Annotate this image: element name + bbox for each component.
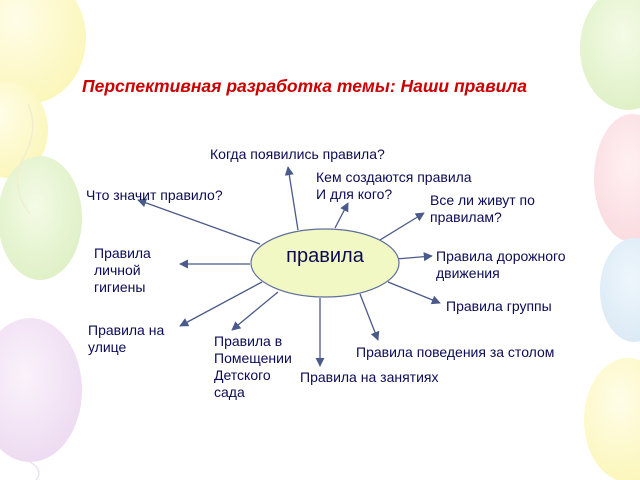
node-hygiene-line-3: гигиены (94, 279, 146, 295)
balloon-lilac-bottom-left (0, 318, 82, 462)
node-road: Правила дорожного движения (436, 248, 566, 282)
node-indoor-line-2: Помещении (214, 350, 292, 366)
node-who-line-2: И для кого? (316, 186, 393, 202)
arrow-to-table (359, 293, 380, 341)
node-road-line-1: Правила дорожного (436, 248, 566, 264)
balloon-yellow-small (0, 82, 48, 178)
node-all-line-2: правилам? (430, 209, 502, 225)
node-who-line-1: Кем создаются правила (316, 169, 472, 185)
arrow-to-road (395, 252, 433, 262)
balloon-yellow-top-left (0, 0, 86, 104)
node-who: Кем создаются правила И для кого? (316, 169, 472, 203)
balloon-string (16, 103, 34, 215)
arrow-to-means (137, 198, 261, 245)
balloon-yellow-bottom-right (584, 358, 640, 480)
balloon-green-left (0, 156, 82, 280)
node-street-line-2: улице (88, 339, 127, 355)
node-hygiene-line-2: личной (94, 262, 141, 278)
center-ellipse (250, 228, 400, 298)
arrow-to-group (387, 281, 441, 305)
balloon-pink-right (594, 114, 640, 242)
node-hygiene-line-1: Правила (94, 245, 151, 261)
node-street-line-1: Правила на (88, 322, 165, 338)
arrow-to-indoor (231, 291, 279, 331)
balloon-string (29, 461, 40, 480)
node-group: Правила группы (446, 298, 552, 314)
arrow-to-street (179, 281, 263, 327)
node-hygiene: Правила личной гигиены (94, 245, 151, 296)
balloon-green-top-right (580, 0, 640, 110)
node-street: Правила на улице (88, 322, 164, 356)
node-indoor: Правила в Помещении Детского сада (214, 333, 292, 401)
center-label: правила (286, 245, 364, 267)
node-indoor-line-3: Детского (214, 367, 271, 383)
page-title: Перспективная разработка темы: Наши прав… (82, 76, 527, 96)
node-lessons: Правила на занятиях (300, 369, 439, 385)
node-indoor-line-1: Правила в (214, 333, 283, 349)
node-all: Все ли живут по правилам? (430, 192, 535, 226)
node-table: Правила поведения за столом (356, 344, 555, 360)
node-indoor-line-4: сада (214, 384, 245, 400)
arrow-to-all (379, 212, 425, 241)
node-road-line-2: движения (436, 265, 500, 281)
node-all-line-1: Все ли живут по (430, 192, 535, 208)
arrow-to-when (284, 166, 299, 231)
node-when: Когда появились правила? (210, 146, 385, 162)
arrow-to-who (334, 202, 349, 229)
balloon-blue-right (600, 238, 640, 342)
node-means: Что значит правило? (86, 187, 223, 203)
